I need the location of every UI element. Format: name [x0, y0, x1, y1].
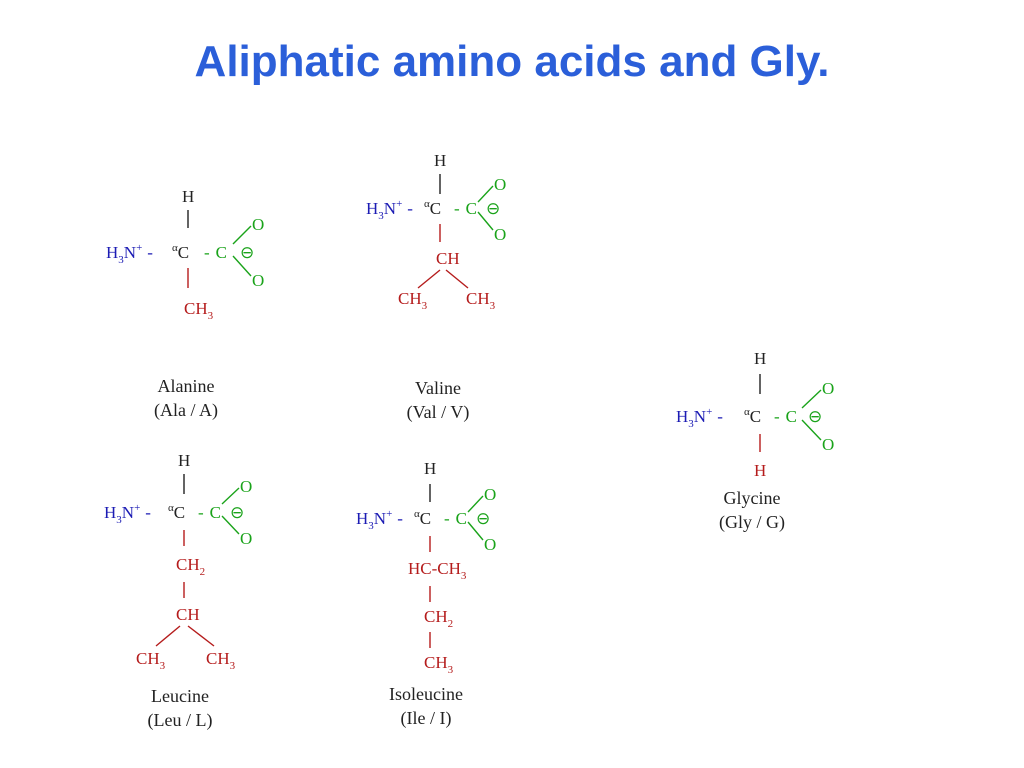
carboxylate-group: -C	[454, 199, 477, 218]
alpha-hydrogen: H	[178, 451, 190, 470]
carboxylate-group: -C	[774, 407, 797, 426]
carboxyl-oxygen: O	[822, 379, 834, 398]
carboxyl-oxygen: O	[494, 225, 506, 244]
alpha-hydrogen: H	[434, 151, 446, 170]
amino-group: H3N+-	[676, 406, 723, 430]
carboxylate-group: -C	[204, 243, 227, 262]
side-chain-group: CH	[436, 249, 460, 268]
valine-structure: H H3N+- αC -C ⊖ O O CH CH3 CH3	[362, 146, 622, 376]
alpha-hydrogen: H	[424, 459, 436, 478]
molecule-abbreviation: (Leu / L)	[147, 710, 213, 730]
side-chain-group: CH2	[424, 607, 453, 630]
carboxyl-oxygen: O	[484, 485, 496, 504]
molecule-abbreviation: (Ala / A)	[154, 400, 218, 420]
bond-line	[221, 515, 240, 535]
glycine-diagram: H H3N+- αC -C ⊖ O O H	[676, 349, 834, 480]
alpha-hydrogen: H	[182, 187, 194, 206]
molecule-abbreviation: (Ile / I)	[400, 708, 452, 728]
side-chain-group: CH	[176, 605, 200, 624]
molecule-name: Leucine	[151, 686, 209, 706]
bond-line	[477, 211, 494, 231]
amino-group: H3N+-	[366, 198, 413, 222]
carboxyl-oxygen: O	[494, 175, 506, 194]
leucine-diagram: H H3N+- αC -C ⊖ O O CH2 CH CH3 CH3	[104, 451, 252, 672]
carboxyl-oxygen: O	[484, 535, 496, 554]
leucine-caption: Leucine (Leu / L)	[70, 684, 290, 732]
side-chain-group: CH3	[136, 649, 166, 672]
amino-group: H3N+-	[106, 242, 153, 266]
alanine-caption: Alanine (Ala / A)	[76, 374, 296, 422]
alanine-diagram: H H3N+- αC -C ⊖ O O CH3	[106, 187, 264, 322]
carboxyl-oxygen: O	[240, 529, 252, 548]
side-chain-group: CH2	[176, 555, 205, 578]
isoleucine-diagram: H H3N+- αC -C ⊖ O O HC-CH3 CH2 CH3	[356, 459, 496, 676]
glycine-caption: Glycine (Gly / G)	[642, 486, 862, 534]
glycine-structure: H H3N+- αC -C ⊖ O O H	[672, 344, 932, 574]
alpha-carbon: αC	[168, 502, 185, 522]
alpha-carbon: αC	[172, 242, 189, 262]
carboxylate-group: -C	[198, 503, 221, 522]
bond-line	[417, 269, 441, 289]
bond-line	[232, 225, 252, 245]
side-chain-group: H	[754, 461, 766, 480]
carboxyl-oxygen: O	[822, 435, 834, 454]
side-chain-group: HC-CH3	[408, 559, 467, 582]
carboxylate-group: -C	[444, 509, 467, 528]
valine-caption: Valine (Val / V)	[328, 376, 548, 424]
isoleucine-caption: Isoleucine (Ile / I)	[316, 682, 536, 730]
side-chain-group: CH3	[398, 289, 428, 312]
alpha-hydrogen: H	[754, 349, 766, 368]
side-chain-group: CH3	[206, 649, 236, 672]
leucine-structure: H H3N+- αC -C ⊖ O O CH2 CH CH3 CH3	[100, 446, 360, 676]
amino-group: H3N+-	[104, 502, 151, 526]
carboxylate-minus: ⊖	[476, 509, 490, 528]
amino-group: H3N+-	[356, 508, 403, 532]
bond-line	[232, 255, 252, 277]
side-chain-group: CH3	[466, 289, 496, 312]
alanine-structure: H H3N+- αC -C ⊖ O O CH3	[100, 180, 360, 410]
carboxyl-oxygen: O	[240, 477, 252, 496]
bond-line	[801, 419, 822, 441]
slide-title: Aliphatic amino acids and Gly.	[194, 37, 830, 86]
isoleucine-structure: H H3N+- αC -C ⊖ O O HC-CH3 CH2 CH3	[352, 454, 612, 684]
alpha-carbon: αC	[414, 508, 431, 528]
side-chain-group: CH3	[184, 299, 214, 322]
bond-line	[467, 521, 484, 541]
bond-line	[477, 185, 494, 203]
bond-line	[155, 625, 181, 647]
side-chain-group: CH3	[424, 653, 454, 676]
carboxylate-minus: ⊖	[486, 199, 500, 218]
alpha-carbon: αC	[744, 406, 761, 426]
molecule-abbreviation: (Gly / G)	[719, 512, 785, 532]
carboxylate-minus: ⊖	[230, 503, 244, 522]
alpha-carbon: αC	[424, 198, 441, 218]
molecule-abbreviation: (Val / V)	[406, 402, 470, 422]
molecule-name: Isoleucine	[389, 684, 463, 704]
molecule-name: Glycine	[723, 488, 781, 508]
valine-diagram: H H3N+- αC -C ⊖ O O CH CH3 CH3	[366, 151, 506, 312]
bond-line	[467, 495, 484, 513]
molecule-name: Valine	[415, 378, 461, 398]
carboxylate-minus: ⊖	[808, 407, 822, 426]
bond-line	[801, 389, 822, 409]
bond-line	[221, 487, 240, 505]
molecule-name: Alanine	[157, 376, 215, 396]
bond-line	[445, 269, 469, 289]
carboxyl-oxygen: O	[252, 215, 264, 234]
bond-line	[187, 625, 215, 647]
carboxylate-minus: ⊖	[240, 243, 254, 262]
carboxyl-oxygen: O	[252, 271, 264, 290]
